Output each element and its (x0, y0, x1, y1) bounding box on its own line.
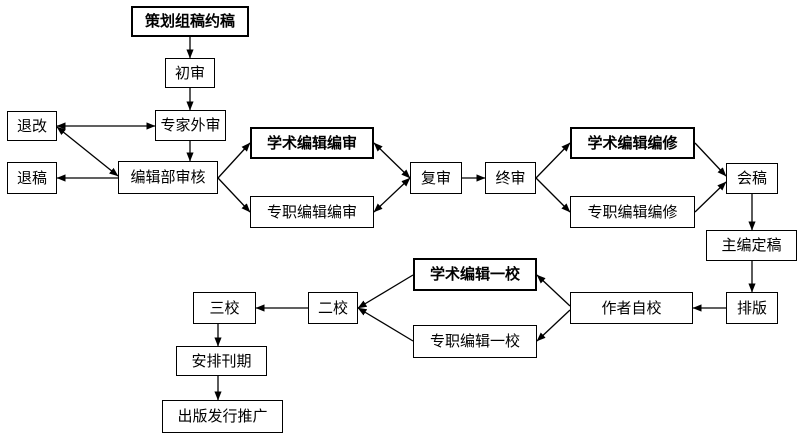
arrow-academic-proof-to-proof2 (357, 274, 414, 309)
node-academic-edit-revise: 学术编辑编修 (570, 127, 695, 159)
arrow-dept-to-special-review (217, 177, 251, 213)
node-special-proof1: 专职编辑一校 (413, 325, 537, 358)
arrow-dept-to-academic-review (217, 142, 251, 179)
node-chief-finalize: 主编定稿 (706, 230, 797, 261)
arrow-final-to-academic-revise (535, 142, 571, 179)
node-meeting: 会稿 (726, 163, 778, 194)
node-first-review: 初审 (165, 58, 215, 88)
node-expert-review: 专家外审 (155, 110, 226, 141)
node-dept-review: 编辑部审核 (118, 161, 218, 194)
arrow-author-to-academic-proof (536, 274, 571, 307)
arrow-final-to-special-revise (535, 177, 571, 213)
node-revise: 退改 (7, 111, 57, 141)
arrow-academic-revise-to-meeting (694, 142, 727, 177)
node-proof3: 三校 (193, 292, 256, 324)
arrow-revise-dept (56, 126, 119, 177)
node-final-review: 终审 (485, 162, 536, 194)
node-proof2: 二校 (308, 292, 358, 324)
node-re-review: 复审 (410, 162, 462, 194)
arrow-special-review-re-review (373, 177, 411, 213)
node-academic-proof1: 学术编辑一校 (413, 258, 537, 291)
node-publish: 出版发行推广 (162, 400, 283, 433)
arrow-special-proof-to-proof2 (357, 307, 414, 342)
node-typeset: 排版 (726, 292, 778, 324)
node-schedule: 安排刊期 (176, 346, 267, 376)
arrow-author-to-special-proof (536, 309, 571, 342)
node-author-proof: 作者自校 (570, 292, 693, 324)
node-reject: 退稿 (7, 162, 57, 194)
node-academic-edit-review: 学术编辑编审 (250, 127, 374, 159)
node-special-edit-revise: 专职编辑编修 (570, 196, 695, 228)
arrow-academic-review-re-review (373, 142, 411, 179)
node-special-edit-review: 专职编辑编审 (250, 196, 374, 228)
arrow-special-revise-to-meeting (694, 181, 727, 213)
node-plan: 策划组稿约稿 (131, 6, 249, 37)
